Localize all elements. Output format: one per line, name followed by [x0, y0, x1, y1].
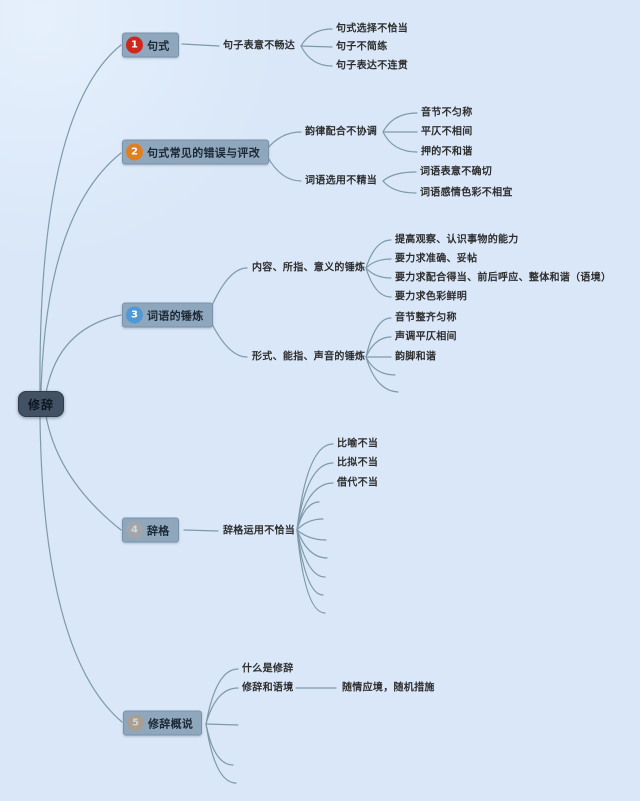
branch4-number-badge: 4 [126, 521, 143, 539]
topic-label[interactable]: 借代不当 [337, 477, 379, 489]
topic-label[interactable]: 修辞和语境 [242, 682, 294, 694]
branch1-label: 句式 [147, 39, 170, 52]
link-root-branch4 [45, 415, 122, 531]
root-label: 修辞 [28, 397, 55, 412]
root-node[interactable]: 修辞 [18, 391, 65, 417]
branch-node-common-errors[interactable]: 2 句式常见的错误与评改 [122, 139, 269, 165]
branch-node-figures-of-speech[interactable]: 4 辞格 [122, 517, 179, 543]
branch5-number-badge: 5 [127, 714, 144, 732]
branch4-label: 辞格 [147, 524, 170, 537]
branch-node-word-refinement[interactable]: 3 词语的锤炼 [122, 302, 213, 328]
branch2-number-badge: 2 [126, 143, 143, 161]
link-root-branch1 [39, 44, 122, 393]
topic-label[interactable]: 提高观察、认识事物的能力 [395, 234, 519, 246]
link-root-branch2 [40, 152, 122, 393]
topic-label[interactable]: 韵律配合不协调 [305, 126, 378, 138]
topic-label[interactable]: 押的不和谐 [421, 146, 473, 158]
topic-label[interactable]: 句子表意不畅达 [223, 40, 296, 52]
topic-label[interactable]: 辞格运用不恰当 [223, 525, 296, 537]
branch1-number-badge: 1 [126, 36, 143, 54]
topic-label[interactable]: 要力求准确、妥帖 [395, 253, 478, 265]
topic-label[interactable]: 内容、所指、意义的锤炼 [252, 262, 366, 274]
topic-label[interactable]: 音节整齐匀称 [395, 312, 457, 324]
topic-label[interactable]: 词语表意不确切 [420, 166, 493, 178]
branch-node-rhetoric-overview[interactable]: 5 修辞概说 [123, 710, 203, 736]
topic-label[interactable]: 平仄不相间 [421, 126, 473, 138]
topic-label[interactable]: 比喻不当 [337, 438, 379, 450]
link-root-branch3 [45, 314, 122, 394]
topic-label[interactable]: 随情应境，随机措施 [342, 682, 435, 694]
link-root-branch5 [39, 416, 123, 723]
topic-label[interactable]: 韵脚和谐 [395, 351, 437, 363]
topic-label[interactable]: 什么是修辞 [242, 663, 294, 675]
branch5-label: 修辞概说 [148, 717, 194, 730]
topic-label[interactable]: 词语感情色彩不相宜 [420, 187, 513, 199]
topic-label[interactable]: 句子表达不连贯 [336, 60, 409, 72]
topic-label[interactable]: 形式、能指、声音的锤炼 [252, 351, 366, 363]
branch3-number-badge: 3 [126, 306, 143, 324]
topic-label[interactable]: 要力求配合得当、前后呼应、整体和谐（语境） [395, 272, 612, 284]
branch2-label: 句式常见的错误与评改 [147, 146, 260, 159]
branch3-label: 词语的锤炼 [147, 309, 204, 322]
topic-label[interactable]: 词语选用不精当 [305, 175, 378, 187]
topic-label[interactable]: 比拟不当 [337, 457, 379, 469]
topic-label[interactable]: 要力求色彩鲜明 [395, 291, 468, 303]
topic-label[interactable]: 音节不匀称 [421, 107, 473, 119]
topic-label[interactable]: 句式选择不恰当 [336, 23, 409, 35]
branch-node-sentence-pattern[interactable]: 1 句式 [122, 32, 179, 58]
topic-label[interactable]: 声调平仄相间 [395, 331, 457, 343]
topic-label[interactable]: 句子不简练 [336, 41, 388, 53]
